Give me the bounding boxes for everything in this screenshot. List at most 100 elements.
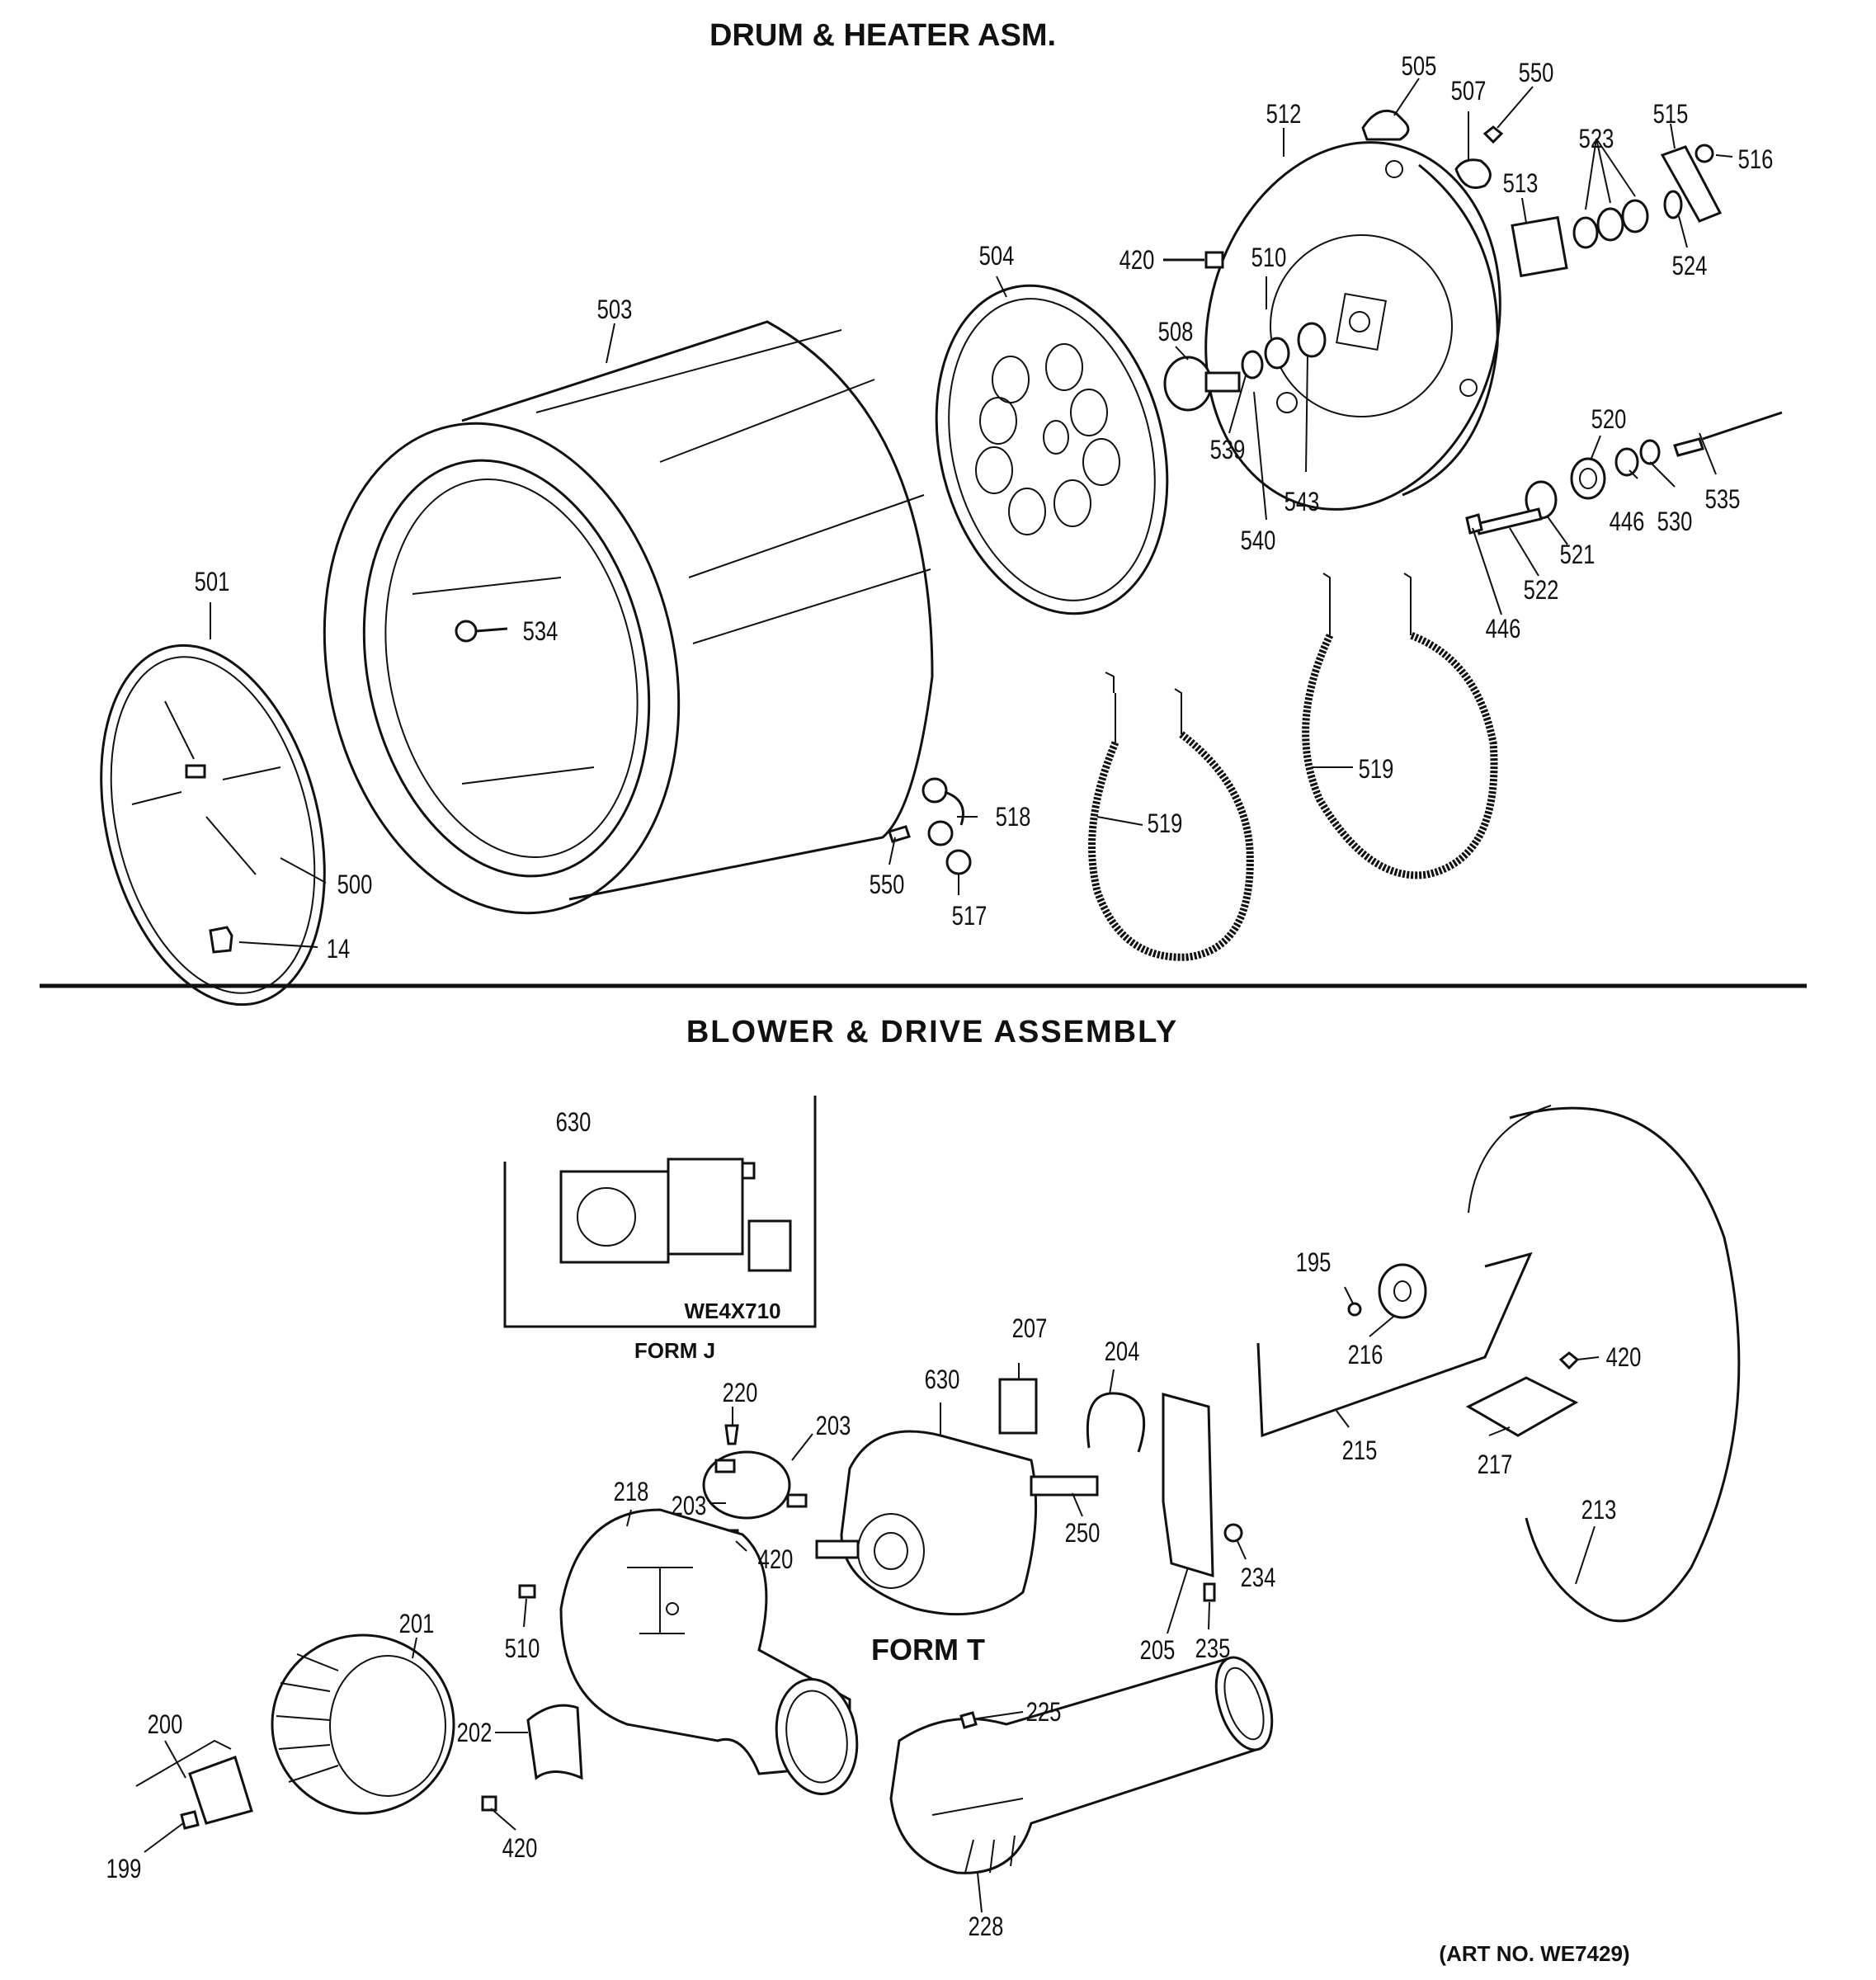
- callout-513: 513: [1502, 168, 1539, 198]
- callout-213: 213: [1581, 1495, 1617, 1525]
- motor-kit-label: WE4X710: [684, 1299, 781, 1323]
- callout-504: 504: [978, 241, 1015, 271]
- screw-220: [724, 1424, 739, 1445]
- nut-516: [1695, 144, 1714, 163]
- callout-530: 530: [1657, 507, 1693, 536]
- nut-234: [1223, 1523, 1243, 1543]
- thermal-fuse-507: [1454, 158, 1492, 189]
- callout-550: 550: [1518, 58, 1554, 87]
- callout-203: 203: [671, 1491, 707, 1520]
- callout-220: 220: [722, 1378, 758, 1407]
- clamp-204: [1086, 1392, 1146, 1453]
- callout-218: 218: [613, 1477, 649, 1506]
- drum-belt-213-inner: [1468, 1105, 1552, 1214]
- callout-507: 507: [1450, 76, 1487, 106]
- callout-200: 200: [147, 1709, 183, 1739]
- bracket-518: [888, 777, 972, 875]
- callout-519: 519: [1147, 808, 1183, 838]
- bearing-508: [1163, 356, 1241, 412]
- callout-520: 520: [1591, 404, 1627, 434]
- callout-203: 203: [815, 1411, 851, 1440]
- screw-420-top: [1163, 251, 1224, 269]
- callout-508: 508: [1157, 317, 1194, 346]
- heater-housing-512: [1204, 141, 1501, 511]
- screw-235: [1203, 1582, 1216, 1602]
- heater-coil-519-large: [1302, 573, 1498, 879]
- callout-517: 517: [951, 901, 987, 931]
- callout-234: 234: [1240, 1563, 1276, 1592]
- callout-534: 534: [522, 616, 559, 646]
- callout-500: 500: [337, 870, 373, 899]
- section-title-blower-drive: BLOWER & DRIVE ASSEMBLY: [686, 1015, 1179, 1049]
- callout-205: 205: [1139, 1635, 1176, 1665]
- callout-543: 543: [1284, 487, 1320, 516]
- bracket-200-lines: [135, 1739, 232, 1787]
- clip-202: [526, 1704, 583, 1780]
- callout-539: 539: [1209, 435, 1246, 464]
- callout-510: 510: [1251, 243, 1287, 272]
- washer-195: [1347, 1302, 1362, 1317]
- callout-420: 420: [502, 1833, 538, 1863]
- callout-515: 515: [1652, 99, 1689, 129]
- callout-510: 510: [504, 1634, 540, 1663]
- callout-202: 202: [456, 1718, 493, 1747]
- callout-550: 550: [869, 870, 905, 899]
- callout-228: 228: [968, 1912, 1004, 1941]
- pulley-200: [188, 1756, 253, 1825]
- callout-225: 225: [1025, 1697, 1062, 1727]
- callout-540: 540: [1240, 526, 1276, 555]
- motor-630-form-t: [815, 1430, 1099, 1616]
- callout-521: 521: [1559, 540, 1596, 569]
- form-t-label: FORM T: [871, 1633, 985, 1666]
- callout-518: 518: [995, 802, 1031, 832]
- callout-516: 516: [1737, 144, 1774, 174]
- callout-446: 446: [1485, 614, 1521, 644]
- callout-14: 14: [326, 934, 351, 964]
- callout-512: 512: [1266, 99, 1302, 129]
- callout-207: 207: [1011, 1313, 1048, 1343]
- callout-201: 201: [398, 1609, 435, 1638]
- callout-199: 199: [106, 1854, 142, 1883]
- motor-clamp-203: [702, 1450, 808, 1520]
- callout-215: 215: [1341, 1436, 1378, 1465]
- form-j-box: [503, 1096, 817, 1328]
- front-panel-501: [100, 644, 326, 1006]
- drum-503: [323, 320, 934, 915]
- callout-523: 523: [1578, 124, 1614, 153]
- idler-arm-215: [1256, 1252, 1533, 1438]
- callout-204: 204: [1104, 1336, 1140, 1366]
- callout-195: 195: [1295, 1247, 1332, 1277]
- insulators-523: [1572, 138, 1649, 249]
- callout-505: 505: [1401, 51, 1437, 81]
- callout-420: 420: [1119, 245, 1155, 275]
- terminal-515: [1660, 145, 1723, 223]
- callout-217: 217: [1477, 1450, 1513, 1479]
- screw-225: [959, 1711, 978, 1729]
- idler-pulley-216: [1378, 1263, 1427, 1319]
- screw-550-top: [1482, 125, 1504, 144]
- callout-519: 519: [1358, 754, 1394, 784]
- callout-630: 630: [924, 1365, 960, 1394]
- blower-wheel-201: [271, 1634, 455, 1815]
- plate-217: [1465, 1376, 1579, 1437]
- terminal-stack: [1465, 411, 1783, 535]
- callout-250: 250: [1064, 1518, 1101, 1548]
- callout-535: 535: [1704, 484, 1741, 514]
- screw-534: [455, 620, 508, 643]
- callout-235: 235: [1195, 1634, 1231, 1663]
- heater-coil-519-small: [1088, 672, 1254, 961]
- callout-420: 420: [757, 1544, 794, 1574]
- thermostat-505: [1361, 109, 1410, 141]
- bracket-513: [1511, 215, 1568, 278]
- screw-199: [180, 1810, 200, 1830]
- exhaust-duct-228: [889, 1656, 1274, 1874]
- washers-539-540: [1241, 322, 1327, 380]
- page-title: DRUM & HEATER ASM.: [709, 18, 1057, 53]
- callout-501: 501: [194, 567, 230, 596]
- rear-panel-504: [935, 284, 1169, 615]
- motor-630-form-j: [559, 1157, 792, 1272]
- ring-524: [1663, 190, 1683, 219]
- callout-216: 216: [1347, 1340, 1383, 1370]
- callout-524: 524: [1671, 251, 1708, 280]
